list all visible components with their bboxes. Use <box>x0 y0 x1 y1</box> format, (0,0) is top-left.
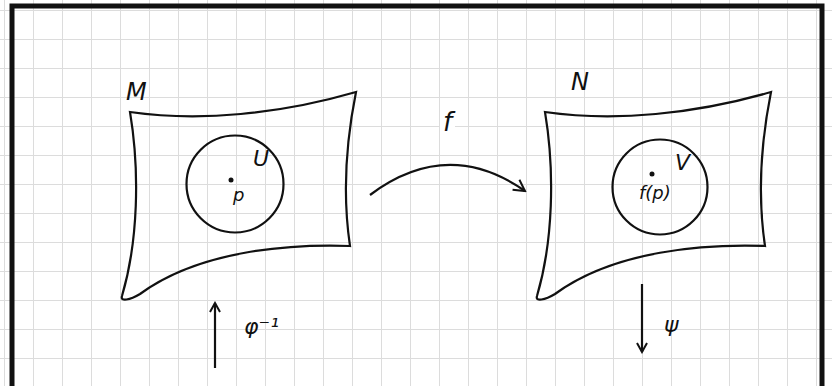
circle-outline <box>185 134 285 234</box>
manifold-region: N Vf(p) <box>525 62 785 312</box>
chart-neighbourhood: Vf(p) <box>611 138 709 236</box>
chart-map-arrow <box>641 284 643 352</box>
point-dot <box>229 178 234 183</box>
region-label: M <box>126 80 147 104</box>
outline <box>537 92 771 300</box>
region-label: N <box>571 70 589 94</box>
region-label: U <box>253 148 269 170</box>
outline <box>122 92 356 300</box>
point-dot <box>650 172 655 177</box>
outline <box>187 136 284 233</box>
map-label: f <box>440 109 455 135</box>
chart-neighbourhood: Up <box>185 134 285 234</box>
chart-label: φ⁻¹ <box>244 316 279 338</box>
map-arrow <box>370 165 525 195</box>
outline <box>613 140 708 235</box>
point-label: f(p) <box>639 184 671 202</box>
point-label: p <box>233 186 244 204</box>
chart-map-arrow <box>214 303 216 368</box>
region-label: V <box>675 152 690 174</box>
chart-label: ψ <box>664 314 679 336</box>
manifold-region: M Up <box>110 62 370 312</box>
frame <box>12 6 822 386</box>
